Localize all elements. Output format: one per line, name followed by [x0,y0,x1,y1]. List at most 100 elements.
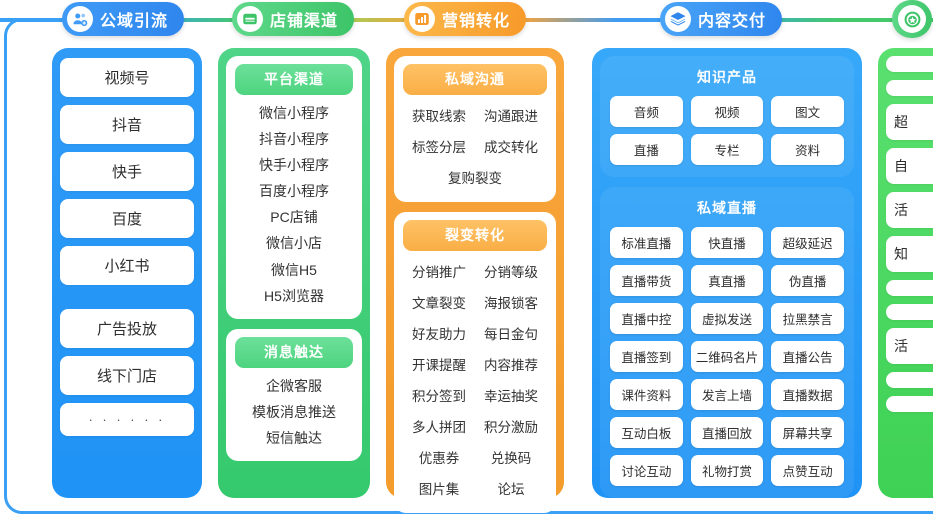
pill-item[interactable]: 视频号 [60,58,194,97]
pill-item[interactable] [886,372,933,388]
chip-item[interactable]: 屏幕共享 [771,417,844,448]
list-item[interactable]: 百度小程序 [259,183,329,200]
section-header: 私域直播 [697,200,757,216]
chip-item[interactable]: 讨论互动 [610,455,683,486]
pill-item[interactable]: 自 [886,148,933,184]
list-item[interactable]: 抖音小程序 [259,131,329,148]
section-header: 知识产品 [697,69,757,85]
list-item[interactable]: 微信H5 [271,261,317,278]
chip-item[interactable]: 拉黑禁言 [771,303,844,334]
stage-badge-clipped[interactable] [892,0,932,38]
card-fission-conversion: 裂变转化 分销推广 分销等级 文章裂变 海报锁客 好友助力 每日金句 开课提醒 … [394,212,556,513]
grid-item[interactable]: 每日金句 [484,327,538,342]
list-item[interactable]: H5浏览器 [264,287,324,304]
grid-item[interactable]: 好友助力 [412,327,466,342]
grid-item[interactable]: 积分激励 [484,420,538,435]
stage-badge-shop-channel[interactable]: 店铺渠道 [232,2,355,36]
grid-item[interactable]: 开课提醒 [412,358,466,373]
grid-item[interactable]: 沟通跟进 [484,109,538,124]
chip-item[interactable]: 直播中控 [610,303,683,334]
pill-item[interactable]: 线下门店 [60,356,194,395]
pill-item-more[interactable]: · · · · · · [60,403,194,436]
card-header: 平台渠道 [235,64,353,95]
grid-item[interactable]: 图片集 [418,482,460,497]
badge-label: 店铺渠道 [270,13,339,30]
pill-item[interactable]: 活 [886,328,933,364]
grid-item[interactable]: 文章裂变 [412,296,466,311]
text-grid: 分销推广 分销等级 文章裂变 海报锁客 好友助力 每日金句 开课提醒 内容推荐 … [403,256,547,503]
chip-item[interactable]: 直播公告 [771,341,844,372]
chip-item[interactable]: 超级延迟 [771,227,844,258]
grid-item[interactable]: 优惠券 [418,451,460,466]
group-offline-ads: 广告投放 线下门店 · · · · · · [60,307,194,438]
grid-item[interactable]: 获取线索 [412,109,466,124]
list-item[interactable]: 快手小程序 [259,157,329,174]
grid-item[interactable]: 海报锁客 [484,296,538,311]
chip-item[interactable]: 虚拟发送 [690,303,764,334]
chip-item[interactable]: 快直播 [690,227,764,258]
chip-item[interactable]: 礼物打赏 [690,455,764,486]
pill-item[interactable]: 知 [886,236,933,272]
column-marketing-conversion: 私域沟通 获取线索 沟通跟进 标签分层 成交转化 复购裂变 裂变转化 分销推广 … [386,48,564,513]
grid-item[interactable]: 复购裂变 [448,171,502,186]
chip-item[interactable]: 直播签到 [610,341,683,372]
text-grid: 获取线索 沟通跟进 标签分层 成交转化 复购裂变 [403,100,547,192]
chip-item[interactable]: 直播带货 [610,265,683,296]
section-knowledge-products: 知识产品 音频 视频 图文 直播 专栏 资料 [600,56,854,177]
chip-item[interactable]: 资料 [771,134,844,165]
list-item[interactable]: 模板消息推送 [252,403,336,420]
list-item[interactable]: 企微客服 [266,377,322,394]
grid-item[interactable]: 多人拼团 [412,420,466,435]
grid-item[interactable]: 内容推荐 [484,358,538,373]
chip-item[interactable]: 视频 [690,96,764,127]
chip-item[interactable]: 点赞互动 [771,455,844,486]
chip-item[interactable]: 二维码名片 [690,341,764,372]
column-shop-channel: 平台渠道 微信小程序 抖音小程序 快手小程序 百度小程序 PC店铺 微信小店 微… [218,48,370,498]
grid-item[interactable]: 论坛 [497,482,525,497]
grid-item[interactable]: 成交转化 [484,140,538,155]
grid-item[interactable]: 幸运抽奖 [484,389,538,404]
grid-item[interactable]: 分销等级 [484,265,538,280]
chip-item[interactable]: 直播 [610,134,683,165]
pill-item[interactable] [886,304,933,320]
chip-item[interactable]: 标准直播 [610,227,683,258]
grid-item[interactable]: 标签分层 [412,140,466,155]
list-item[interactable]: 微信小程序 [259,105,329,121]
pill-item[interactable] [886,80,933,96]
pill-item[interactable]: 快手 [60,152,194,191]
pill-item[interactable] [886,280,933,296]
stage-badge-marketing-conversion[interactable]: 营销转化 [404,2,527,36]
pill-item[interactable]: 活 [886,192,933,228]
chip-item[interactable]: 课件资料 [610,379,683,410]
list-item[interactable]: 短信触达 [266,429,322,446]
list-item[interactable]: PC店铺 [270,209,318,226]
chip-item[interactable]: 专栏 [690,134,764,165]
chip-item[interactable]: 音频 [610,96,683,127]
grid-item[interactable]: 积分签到 [412,389,466,404]
column-clipped-right: 超 自 活 知 活 [878,48,933,498]
chip-item[interactable]: 发言上墙 [690,379,764,410]
grid-item[interactable]: 兑换码 [490,451,532,466]
stage-badge-content-delivery[interactable]: 内容交付 [660,2,783,36]
users-add-icon [67,6,93,32]
pill-item[interactable]: 小红书 [60,246,194,285]
grid-item[interactable]: 分销推广 [412,265,466,280]
chip-item[interactable]: 直播回放 [690,417,764,448]
text-list: 微信小程序 抖音小程序 快手小程序 百度小程序 PC店铺 微信小店 微信H5 H… [235,100,353,309]
chip-item[interactable]: 图文 [771,96,844,127]
chip-item[interactable]: 真直播 [690,265,764,296]
stage-badge-public-traffic[interactable]: 公域引流 [62,2,185,36]
section-private-livestream: 私域直播 标准直播 快直播 超级延迟 直播带货 真直播 伪直播 直播中控 虚拟发… [600,187,854,498]
chip-item[interactable]: 互动白板 [610,417,683,448]
pill-item[interactable]: 抖音 [60,105,194,144]
pill-item[interactable] [886,56,933,72]
pill-item[interactable]: 百度 [60,199,194,238]
group-clipped: 超 自 活 知 活 [886,56,933,412]
chip-item[interactable]: 直播数据 [771,379,844,410]
pill-item[interactable]: 广告投放 [60,309,194,348]
pill-item[interactable] [886,396,933,412]
pill-item[interactable]: 超 [886,104,933,140]
chip-item[interactable]: 伪直播 [771,265,844,296]
list-item[interactable]: 微信小店 [266,235,322,252]
